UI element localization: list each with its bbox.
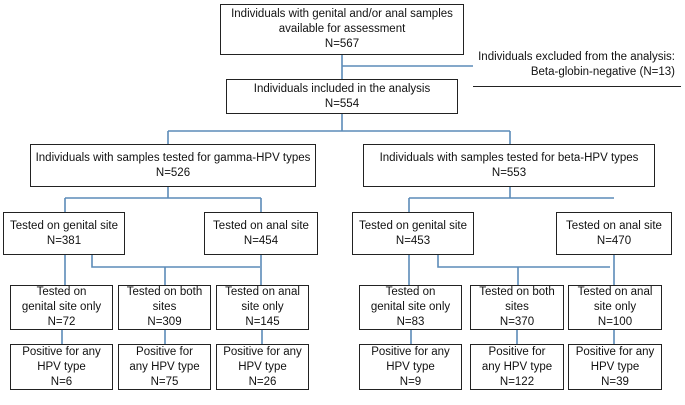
count-label: N=39: [601, 375, 629, 388]
count-label: N=83: [396, 316, 425, 328]
box-gamma-positive-both: Positive for any HPV type N=75: [118, 344, 211, 390]
connector-beta-split: [408, 187, 614, 212]
box-beta-genital: Tested on genital site N=453: [352, 212, 474, 255]
count-label: N=9: [399, 375, 422, 388]
count-label: N=526: [155, 166, 191, 179]
box-beta-anal-only: Tested on anal site only N=100: [568, 285, 662, 330]
box-beta-hpv: Individuals with samples tested for beta…: [363, 144, 655, 187]
label-line: Tested on anal: [577, 286, 653, 298]
label-line: Individuals with samples tested for gamm…: [35, 151, 311, 164]
count-label: N=454: [243, 234, 279, 247]
label-line: Tested on anal site: [213, 219, 309, 232]
count-label: N=470: [596, 234, 632, 247]
box-gamma-positive-anal: Positive for any HPV type N=26: [216, 344, 309, 390]
box-gamma-anal-only: Tested on anal site only N=145: [216, 285, 309, 330]
box-gamma-anal: Tested on anal site N=454: [204, 212, 318, 255]
label-line: HPV type: [37, 360, 86, 373]
box-beta-anal: Tested on anal site N=470: [556, 212, 672, 255]
label-line: Tested on: [36, 286, 87, 298]
connector-included-split: [167, 114, 511, 144]
label-line: Tested on: [385, 286, 436, 298]
count-label: N=381: [46, 234, 82, 247]
label-line: Tested on anal site: [566, 219, 662, 232]
count-label: N=6: [50, 375, 73, 388]
count-label: N=72: [47, 316, 76, 328]
count-label: N=553: [491, 166, 527, 179]
label-line: Tested on both: [479, 286, 555, 298]
label-line: Positive for any: [22, 345, 101, 358]
label-line: HPV type: [238, 360, 287, 373]
label-line: Tested on anal: [225, 286, 300, 298]
box-included: Individuals included in the analysis N=5…: [226, 79, 458, 114]
box-gamma-genital-only: Tested on genital site only N=72: [10, 285, 113, 330]
box-gamma-genital: Tested on genital site N=381: [3, 212, 125, 255]
excluded-underline: [473, 86, 681, 87]
box-beta-positive-both: Positive for any HPV type N=122: [470, 344, 564, 390]
box-gamma-hpv: Individuals with samples tested for gamm…: [30, 144, 316, 187]
label-line: HPV type: [386, 360, 435, 373]
box-gamma-positive-genital: Positive for any HPV type N=6: [10, 344, 113, 390]
count-label: N=122: [499, 375, 535, 388]
count-label: N=26: [248, 375, 277, 388]
label-line: Tested on genital site: [9, 219, 119, 232]
label-line: any HPV type: [481, 360, 553, 373]
label-line: Positive for any: [371, 345, 450, 358]
label-line: site only: [241, 301, 284, 313]
count-label: N=554: [324, 97, 360, 110]
box-beta-both: Tested on both sites N=370: [470, 285, 564, 330]
label-line: any HPV type: [129, 360, 200, 373]
box-beta-genital-only: Tested on genital site only N=83: [359, 285, 462, 330]
count-label: N=567: [324, 38, 360, 50]
label-line: Positive for: [488, 345, 546, 358]
count-label: N=75: [150, 375, 179, 388]
label-line: sites: [152, 301, 177, 313]
connector-beta-level3: [408, 255, 615, 285]
label-line: available for assessment: [278, 23, 406, 35]
count-label: N=370: [499, 316, 535, 328]
label-line: HPV type: [590, 360, 640, 373]
connector-gamma-level3: [64, 255, 262, 285]
count-label: N=309: [147, 316, 182, 328]
label-line: Beta-globin-negative (N=13): [530, 66, 675, 78]
label-line: Tested on genital site: [358, 219, 468, 232]
label-line: genital site only: [370, 301, 451, 313]
box-available-samples: Individuals with genital and/or anal sam…: [220, 4, 464, 55]
count-label: N=100: [597, 316, 633, 328]
label-line: genital site only: [21, 301, 102, 313]
label-line: site only: [593, 301, 637, 313]
label-line: Individuals included in the analysis: [253, 82, 431, 95]
box-beta-positive-anal: Positive for any HPV type N=39: [568, 344, 662, 390]
label-line: Positive for any: [575, 345, 655, 358]
connector-level4: [61, 330, 615, 344]
connector-gamma-split: [64, 187, 262, 212]
label-line: sites: [505, 301, 529, 313]
label-line: Positive for any: [223, 345, 302, 358]
count-label: N=453: [395, 234, 431, 247]
label-line: Individuals with genital and/or anal sam…: [231, 8, 453, 20]
count-label: N=145: [245, 316, 280, 328]
box-gamma-both: Tested on both sites N=309: [118, 285, 211, 330]
box-beta-positive-genital: Positive for any HPV type N=9: [359, 344, 462, 390]
label-line: Individuals excluded from the analysis:: [478, 51, 675, 63]
box-excluded: Individuals excluded from the analysis: …: [473, 45, 681, 85]
label-line: Individuals with samples tested for beta…: [379, 151, 639, 164]
label-line: Positive for: [136, 345, 193, 358]
label-line: Tested on both: [126, 286, 203, 298]
